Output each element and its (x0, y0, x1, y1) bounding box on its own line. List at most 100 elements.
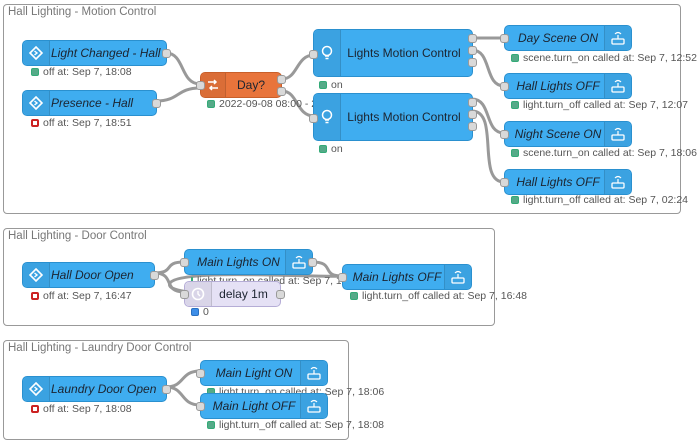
main-light-off-node[interactable]: Main Light OFF (196, 393, 328, 419)
node-status: light.turn_off called at: Sep 7, 16:48 (350, 290, 527, 302)
lights-motion-control-2-node[interactable]: Lights Motion Control (309, 93, 477, 141)
node-status: 0 (191, 306, 209, 318)
node-status: light.turn_off called at: Sep 7, 02:24 (511, 194, 688, 206)
status-indicator (207, 421, 215, 429)
home-assistant-icon (23, 377, 50, 401)
node-label: Main Lights ON (197, 255, 280, 269)
node-status: on (319, 143, 343, 155)
input-port[interactable] (180, 290, 189, 299)
hall-lights-off-1-node[interactable]: Hall Lights OFF (500, 73, 632, 99)
node-status: off at: Sep 7, 16:47 (31, 290, 132, 302)
output-port[interactable] (468, 58, 477, 67)
input-port[interactable] (196, 81, 205, 90)
output-port[interactable] (468, 122, 477, 131)
input-port[interactable] (500, 130, 509, 139)
output-port[interactable] (276, 290, 285, 299)
home-assistant-icon (23, 91, 50, 115)
status-text: scene.turn_on called at: Sep 7, 12:52 (523, 52, 697, 64)
output-port[interactable] (162, 385, 171, 394)
output-port[interactable] (468, 110, 477, 119)
input-port[interactable] (500, 34, 509, 43)
status-text: light.turn_off called at: Sep 7, 18:08 (219, 419, 385, 431)
main-light-on-node[interactable]: Main Light ON (196, 360, 328, 386)
laundry-door-open-node[interactable]: Laundry Door Open (22, 376, 171, 402)
lights-motion-control-1-node[interactable]: Lights Motion Control (309, 29, 477, 77)
service-icon (604, 74, 631, 98)
service-icon (604, 170, 631, 194)
main-lights-on-node[interactable]: Main Lights ON (180, 249, 317, 275)
output-port[interactable] (468, 46, 477, 55)
node-label: Laundry Door Open (51, 382, 157, 396)
hall-lights-off-2-node[interactable]: Hall Lights OFF (500, 169, 632, 195)
output-port[interactable] (277, 75, 286, 84)
node-label: Night Scene ON (514, 127, 602, 141)
output-port[interactable] (150, 271, 159, 280)
status-text: light.turn_off called at: Sep 7, 12:07 (523, 99, 689, 111)
node-label: Main Light ON (215, 366, 293, 380)
delay-1m-node[interactable]: delay 1m (180, 281, 285, 307)
day-switch-node[interactable]: Day? (196, 72, 286, 98)
input-port[interactable] (338, 273, 347, 282)
status-text: off at: Sep 7, 18:51 (43, 117, 132, 129)
node-label: Main Light OFF (212, 399, 296, 413)
input-port[interactable] (196, 369, 205, 378)
status-text: scene.turn_on called at: Sep 7, 18:06 (523, 147, 697, 159)
status-text: 2022-09-08 08:00 - 20 (219, 98, 323, 110)
lightbulb-icon (314, 94, 341, 140)
output-port[interactable] (468, 98, 477, 107)
status-text: light.turn_off called at: Sep 7, 16:48 (362, 290, 528, 302)
node-status: light.turn_off called at: Sep 7, 18:08 (207, 419, 384, 431)
status-indicator (511, 196, 519, 204)
status-indicator (31, 405, 39, 413)
input-port[interactable] (309, 114, 318, 123)
input-port[interactable] (196, 402, 205, 411)
main-lights-off-node[interactable]: Main Lights OFF (338, 264, 472, 290)
status-text: off at: Sep 7, 18:08 (43, 66, 132, 78)
light-changed-hall-node[interactable]: Light Changed - Hall (22, 40, 171, 66)
node-label: Main Lights OFF (352, 270, 442, 284)
status-indicator (31, 68, 39, 76)
node-label: Presence - Hall (51, 96, 134, 110)
input-port[interactable] (500, 82, 509, 91)
service-icon (444, 265, 471, 289)
hall-door-open-node[interactable]: Hall Door Open (22, 262, 159, 288)
status-text: on (331, 143, 343, 155)
output-port[interactable] (152, 99, 161, 108)
node-label: Day? (236, 78, 265, 92)
output-port[interactable] (308, 258, 317, 267)
service-icon (300, 361, 327, 385)
node-label: Lights Motion Control (347, 110, 461, 124)
group-label: Hall Lighting - Motion Control (8, 6, 157, 18)
service-icon (604, 122, 631, 146)
timer-icon (185, 282, 212, 306)
status-text: light.turn_off called at: Sep 7, 02:24 (523, 194, 689, 206)
output-port[interactable] (277, 87, 286, 96)
status-text: on (331, 79, 343, 91)
service-icon (300, 394, 327, 418)
status-indicator (191, 308, 199, 316)
input-port[interactable] (309, 50, 318, 59)
node-label: delay 1m (219, 287, 268, 301)
node-label: Light Changed - Hall (51, 46, 161, 60)
service-icon (285, 250, 312, 274)
node-status: 2022-09-08 08:00 - 20 (207, 98, 323, 110)
switch-icon (201, 73, 226, 97)
input-port[interactable] (500, 178, 509, 187)
status-text: off at: Sep 7, 16:47 (43, 290, 132, 302)
node-label: Lights Motion Control (347, 46, 461, 60)
output-port[interactable] (162, 49, 171, 58)
presence-hall-node[interactable]: Presence - Hall (22, 90, 161, 116)
node-status: off at: Sep 7, 18:51 (31, 117, 132, 129)
status-indicator (207, 100, 215, 108)
night-scene-on-node[interactable]: Night Scene ON (500, 121, 632, 147)
output-port[interactable] (468, 34, 477, 43)
node-label: Hall Door Open (51, 268, 134, 282)
node-status: scene.turn_on called at: Sep 7, 18:06 (511, 147, 697, 159)
node-status: off at: Sep 7, 18:08 (31, 403, 132, 415)
input-port[interactable] (180, 258, 189, 267)
group-label: Hall Lighting - Laundry Door Control (8, 342, 192, 354)
node-label: Hall Lights OFF (516, 79, 600, 93)
status-indicator (350, 292, 358, 300)
node-status: on (319, 79, 343, 91)
day-scene-on-node[interactable]: Day Scene ON (500, 25, 632, 51)
